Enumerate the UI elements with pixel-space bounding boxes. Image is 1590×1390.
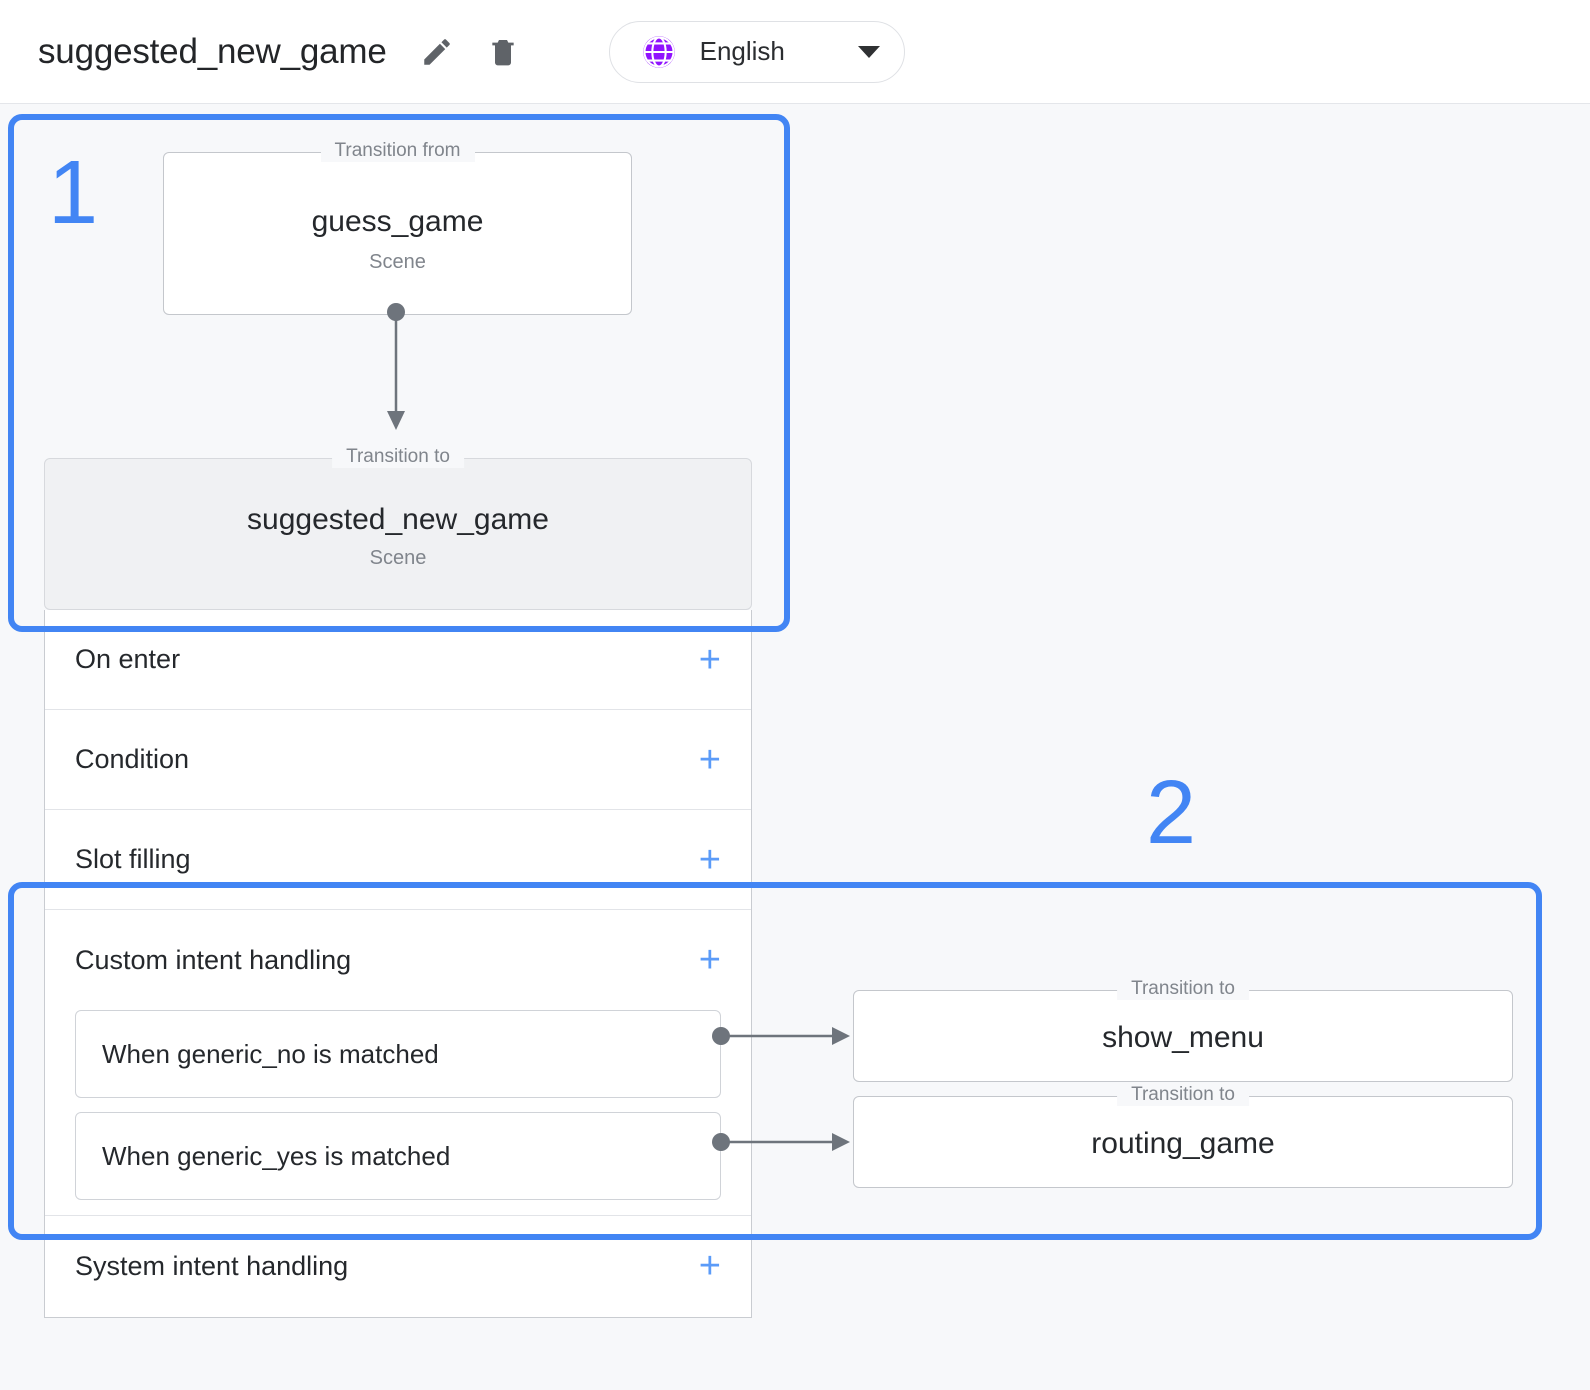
transition-to-current-legend: Transition to bbox=[332, 446, 464, 468]
sidebar-item-slot-filling[interactable]: Slot filling + bbox=[45, 810, 751, 910]
language-selector[interactable]: English bbox=[608, 20, 905, 83]
plus-icon[interactable]: + bbox=[698, 939, 721, 981]
chevron-down-icon[interactable] bbox=[857, 45, 880, 58]
page-title: suggested_new_game bbox=[38, 31, 387, 71]
transition-from-node[interactable]: Transition from guess_game Scene bbox=[163, 140, 632, 315]
sidebar-item-custom-intent-handling[interactable]: Custom intent handling + When generic_no… bbox=[45, 910, 751, 1216]
list-item[interactable]: When generic_yes is matched bbox=[75, 1112, 721, 1200]
transition-to-show-menu-name: show_menu bbox=[1102, 1021, 1264, 1054]
plus-icon[interactable]: + bbox=[698, 638, 721, 681]
annotation-number-1: 1 bbox=[48, 143, 99, 243]
transition-to-show-menu-node[interactable]: Transition to show_menu bbox=[853, 978, 1513, 1082]
annotation-number-2: 2 bbox=[1146, 763, 1197, 863]
system-intent-handling-label: System intent handling bbox=[75, 1250, 349, 1281]
header-bar: suggested_new_game bbox=[0, 0, 1590, 104]
slot-filling-label: Slot filling bbox=[75, 844, 191, 874]
sidebar-item-on-enter[interactable]: On enter + bbox=[45, 610, 751, 710]
custom-intent-handling-label: Custom intent handling bbox=[75, 944, 352, 975]
on-enter-label: On enter bbox=[75, 644, 181, 674]
plus-icon[interactable]: + bbox=[698, 1245, 721, 1287]
pencil-icon[interactable] bbox=[415, 30, 459, 74]
list-item[interactable]: When generic_no is matched bbox=[75, 1010, 721, 1098]
transition-to-show-menu-legend: Transition to bbox=[1117, 978, 1249, 1000]
transition-from-name: guess_game bbox=[311, 205, 484, 238]
sidebar-item-system-intent-handling[interactable]: System intent handling + bbox=[45, 1216, 751, 1316]
transition-to-current-name: suggested_new_game bbox=[247, 503, 549, 536]
connector-arrow-right-routing-game bbox=[710, 1118, 858, 1166]
transition-to-routing-game-name: routing_game bbox=[1091, 1127, 1275, 1160]
transition-to-current-type: Scene bbox=[369, 547, 427, 569]
transition-from-legend: Transition from bbox=[320, 140, 475, 162]
plus-icon[interactable]: + bbox=[698, 838, 721, 881]
scene-sections-card: On enter + Condition + Slot filling + Cu… bbox=[44, 610, 752, 1318]
custom-intent-handling-header[interactable]: Custom intent handling + bbox=[45, 910, 751, 1010]
connector-arrow-right-show-menu bbox=[710, 1012, 858, 1060]
language-label: English bbox=[699, 36, 785, 66]
plus-icon[interactable]: + bbox=[698, 738, 721, 781]
condition-label: Condition bbox=[75, 744, 190, 774]
connector-arrow-down bbox=[374, 298, 418, 438]
transition-to-routing-game-node[interactable]: Transition to routing_game bbox=[853, 1084, 1513, 1188]
globe-icon bbox=[640, 33, 678, 71]
transition-to-current-node[interactable]: Transition to suggested_new_game Scene bbox=[44, 446, 752, 610]
sidebar-item-condition[interactable]: Condition + bbox=[45, 710, 751, 810]
transition-from-type: Scene bbox=[369, 251, 426, 273]
transition-to-routing-game-legend: Transition to bbox=[1117, 1084, 1249, 1106]
trash-icon[interactable] bbox=[481, 30, 525, 74]
